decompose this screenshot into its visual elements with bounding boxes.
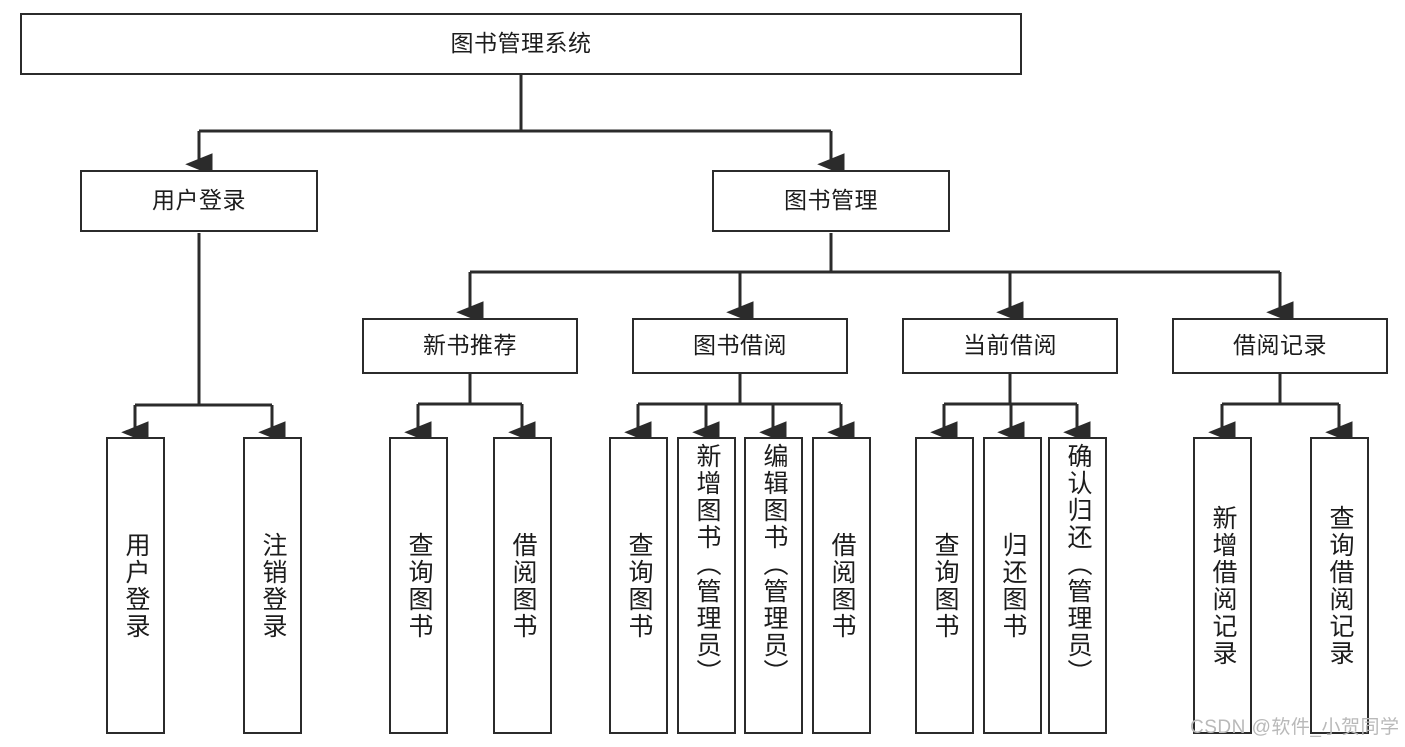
leaf-borrow-record-query-label: 查询借阅记录	[1326, 504, 1354, 667]
node-borrow-record-label: 借阅记录	[1233, 332, 1327, 359]
node-new-book-recommend-label: 新书推荐	[423, 332, 517, 359]
leaf-user-login-login[interactable]: 用户登录	[106, 437, 165, 734]
leaf-user-login-login-label: 用户登录	[122, 531, 150, 640]
leaf-book-borrow-query[interactable]: 查询图书	[609, 437, 668, 734]
leaf-current-borrow-confirm[interactable]: 确认归还（管理员）	[1048, 437, 1107, 734]
leaf-current-borrow-query-label: 查询图书	[931, 531, 959, 640]
leaf-book-borrow-add-label: 新增图书（管理员）	[693, 443, 721, 686]
node-current-borrow[interactable]: 当前借阅	[902, 318, 1118, 374]
node-user-login-label: 用户登录	[152, 187, 246, 214]
leaf-new-book-borrow[interactable]: 借阅图书	[493, 437, 552, 734]
node-borrow-record[interactable]: 借阅记录	[1172, 318, 1388, 374]
leaf-new-book-query-label: 查询图书	[405, 531, 433, 640]
leaf-book-borrow-borrow[interactable]: 借阅图书	[812, 437, 871, 734]
leaf-current-borrow-return-label: 归还图书	[999, 531, 1027, 640]
leaf-user-login-logout[interactable]: 注销登录	[243, 437, 302, 734]
leaf-user-login-logout-label: 注销登录	[259, 531, 287, 640]
leaf-new-book-borrow-label: 借阅图书	[509, 531, 537, 640]
leaf-current-borrow-return[interactable]: 归还图书	[983, 437, 1042, 734]
leaf-book-borrow-edit-label: 编辑图书（管理员）	[760, 443, 788, 686]
leaf-current-borrow-query[interactable]: 查询图书	[915, 437, 974, 734]
csdn-watermark: CSDN @软件_小贺同学	[1190, 717, 1400, 738]
leaf-book-borrow-query-label: 查询图书	[625, 531, 653, 640]
leaf-new-book-query[interactable]: 查询图书	[389, 437, 448, 734]
node-new-book-recommend[interactable]: 新书推荐	[362, 318, 578, 374]
leaf-book-borrow-add[interactable]: 新增图书（管理员）	[677, 437, 736, 734]
leaf-borrow-record-add[interactable]: 新增借阅记录	[1193, 437, 1252, 734]
node-book-management[interactable]: 图书管理	[712, 170, 950, 232]
leaf-current-borrow-confirm-label: 确认归还（管理员）	[1064, 443, 1092, 686]
node-book-borrow[interactable]: 图书借阅	[632, 318, 848, 374]
leaf-book-borrow-edit[interactable]: 编辑图书（管理员）	[744, 437, 803, 734]
node-root-label: 图书管理系统	[450, 30, 592, 57]
leaf-book-borrow-borrow-label: 借阅图书	[828, 531, 856, 640]
node-current-borrow-label: 当前借阅	[963, 332, 1057, 359]
leaf-borrow-record-add-label: 新增借阅记录	[1209, 504, 1237, 667]
node-book-borrow-label: 图书借阅	[693, 332, 787, 359]
node-book-management-label: 图书管理	[784, 187, 878, 214]
node-root[interactable]: 图书管理系统	[20, 13, 1022, 75]
leaf-borrow-record-query[interactable]: 查询借阅记录	[1310, 437, 1369, 734]
node-user-login[interactable]: 用户登录	[80, 170, 318, 232]
